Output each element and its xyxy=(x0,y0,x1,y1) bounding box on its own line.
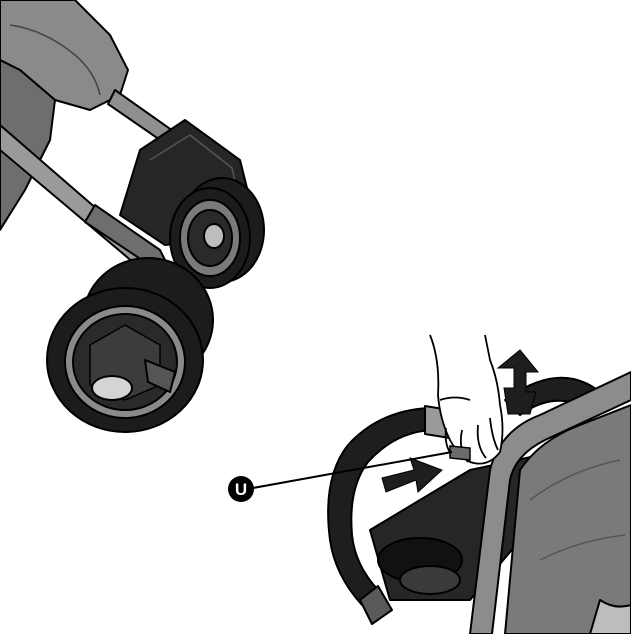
release-button xyxy=(450,446,470,460)
arrow-up-icon xyxy=(498,350,538,414)
stroller-wheels-illustration xyxy=(0,0,264,432)
callout-label: U xyxy=(235,480,247,499)
hand-illustration xyxy=(430,335,503,464)
